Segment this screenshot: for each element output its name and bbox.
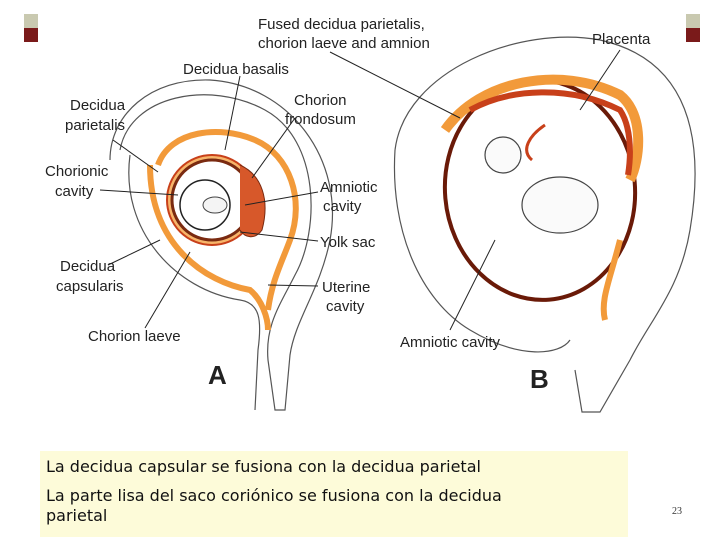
label-chorion-laeve: Chorion laeve: [88, 328, 181, 345]
label-frondosum: frondosum: [285, 111, 356, 128]
corner-mark-top-left-dark: [24, 28, 38, 42]
corner-mark-top-right-dark: [686, 28, 700, 42]
label-amniotic-cavity-b: Amniotic cavity: [400, 334, 501, 351]
label-fused: Fused decidua parietalis,: [258, 16, 425, 33]
label-parietalis: parietalis: [65, 117, 126, 134]
label-chorionic: Chorionic: [45, 163, 109, 180]
label-decidua: Decidua: [70, 97, 126, 114]
uterus-a: [109, 79, 334, 411]
leader-lines: [99, 49, 621, 331]
caption-line-3: parietal: [46, 506, 108, 525]
label-amniotic-cavity-a: cavity: [323, 198, 362, 215]
label-uterine: Uterine: [322, 279, 371, 296]
caption-box: La decidua capsular se fusiona con la de…: [40, 451, 628, 537]
label-capsularis: capsularis: [56, 278, 124, 295]
label-decidua-2: Decidua: [60, 258, 116, 275]
label-uterine-cavity: cavity: [326, 298, 365, 315]
corner-mark-top-left: [24, 14, 38, 28]
label-amniotic: Amniotic: [320, 179, 378, 196]
label-fused-2: chorion laeve and amnion: [258, 35, 430, 52]
label-placenta: Placenta: [592, 31, 651, 48]
panel-label-a: A: [208, 360, 227, 390]
corner-mark-top-right: [686, 14, 700, 28]
caption-line-1: La decidua capsular se fusiona con la de…: [46, 457, 481, 476]
label-decidua-basalis: Decidua basalis: [183, 61, 289, 78]
uterus-b: [393, 36, 696, 413]
label-chorion: Chorion: [294, 92, 347, 109]
label-yolk-sac: Yolk sac: [320, 234, 376, 251]
page-number: 23: [672, 506, 682, 517]
panel-label-b: B: [530, 364, 549, 394]
caption-line-2: La parte lisa del saco coriónico se fusi…: [46, 486, 502, 505]
label-chorionic-cavity: cavity: [55, 183, 94, 200]
